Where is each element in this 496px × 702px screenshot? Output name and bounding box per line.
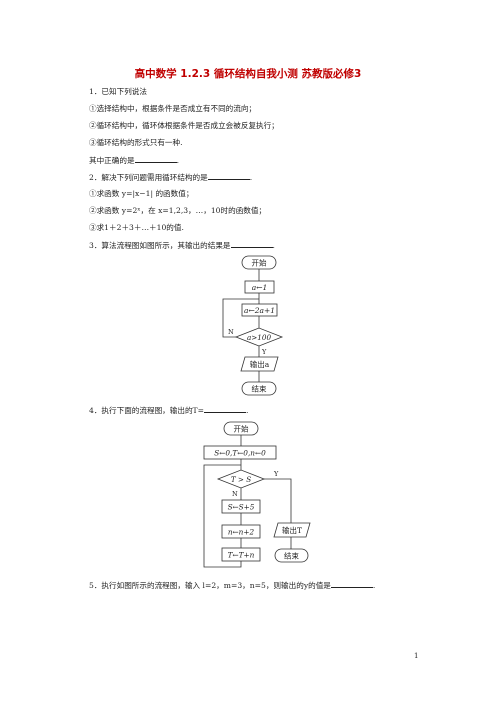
q3-start-text: 开始 bbox=[252, 258, 267, 268]
q2-answer-blank bbox=[207, 172, 250, 180]
q4-step1-text: S←S+5 bbox=[228, 503, 255, 512]
q1-ask-prefix: 其中正确的是 bbox=[89, 156, 135, 165]
q3-body-text: a←2a+1 bbox=[244, 306, 275, 315]
page-number: 1 bbox=[414, 652, 419, 660]
q3-output-text: 输出a bbox=[250, 359, 270, 369]
q4-loop-edge bbox=[203, 464, 242, 568]
q3-cond-text: a>100 bbox=[247, 333, 271, 342]
q1-ask-suffix: . bbox=[176, 156, 179, 165]
q3-stem-prefix: 3．算法流程图如图所示，其输出的结果是 bbox=[89, 241, 231, 250]
q3-yes-label: Y bbox=[261, 348, 267, 356]
q3-init-text: a←1 bbox=[252, 283, 268, 292]
q4-start-text: 开始 bbox=[234, 424, 249, 434]
q1-answer-blank bbox=[134, 155, 177, 163]
q4-end-text: 结束 bbox=[284, 551, 299, 561]
q3-no-label: N bbox=[228, 328, 234, 336]
q2-stem-suffix: . bbox=[249, 173, 253, 182]
q3-init-node bbox=[244, 280, 275, 294]
q4-cond-text: T > S bbox=[231, 475, 251, 484]
q3-cond-node bbox=[234, 327, 284, 347]
q4-init-node bbox=[203, 445, 277, 460]
q1-item-2: ②循环结构中，循环体根据条件是否成立会被反复执行； bbox=[89, 121, 279, 130]
q4-stem-suffix: . bbox=[245, 406, 249, 415]
q2-stem-prefix: 2．解决下列问题需用循环结构的是 bbox=[89, 173, 208, 182]
q3-end-node bbox=[241, 381, 277, 396]
q2-item-3: ③求1＋2＋3＋…＋10的值. bbox=[89, 223, 184, 232]
q4-end-node bbox=[274, 548, 309, 563]
q5-stem-prefix: 5．执行如图所示的流程图，输入 l=2，m=3，n=5，则输出的y的值是 bbox=[89, 581, 331, 590]
q4-step3-text: T←T+n bbox=[228, 551, 255, 560]
q5-answer-blank bbox=[330, 580, 373, 588]
q3-loop-edge bbox=[222, 298, 259, 338]
q4-answer-blank bbox=[203, 405, 246, 413]
q3-stem: 3．算法流程图如图所示，其输出的结果是. bbox=[89, 240, 275, 251]
q4-stem-prefix: 4．执行下面的流程图，输出的T= bbox=[89, 406, 204, 415]
q4-no-label: N bbox=[232, 490, 238, 498]
q5-stem: 5．执行如图所示的流程图，输入 l=2，m=3，n=5，则输出的y的值是. bbox=[89, 580, 375, 591]
q3-body-node bbox=[241, 303, 278, 317]
q4-output-node bbox=[273, 522, 311, 538]
q3-end-text: 结束 bbox=[252, 384, 267, 394]
q4-init-text: S←0,T←0,n←0 bbox=[214, 449, 266, 458]
q3-stem-suffix: . bbox=[272, 241, 275, 250]
q4-stem: 4．执行下面的流程图，输出的T=. bbox=[89, 405, 248, 416]
q4-yes-label: Y bbox=[273, 470, 279, 478]
q5-stem-suffix: . bbox=[372, 581, 376, 590]
q3-answer-blank bbox=[230, 240, 273, 248]
q1-item-1: ①选择结构中，根据条件是否成立有不同的流向； bbox=[89, 104, 257, 113]
q4-step2-text: n←n+2 bbox=[228, 528, 255, 537]
q3-output-node bbox=[240, 356, 279, 372]
q2-stem: 2．解决下列问题需用循环结构的是. bbox=[89, 172, 252, 183]
q1-ask: 其中正确的是. bbox=[89, 155, 179, 166]
q2-item-2: ②求函数 y=2ˣ，在 x=1,2,3，…，10时的函数值； bbox=[89, 206, 267, 215]
q4-yes-edge bbox=[264, 478, 292, 523]
q4-output-text: 输出T bbox=[282, 525, 302, 535]
q1-stem: 1．已知下列说法 bbox=[89, 87, 147, 96]
page-title: 高中数学 1.2.3 循环结构自我小测 苏教版必修3 bbox=[134, 68, 362, 80]
q1-item-3: ③循环结构的形式只有一种. bbox=[89, 138, 183, 147]
q2-item-1: ①求函数 y=|x−1| 的函数值； bbox=[89, 189, 194, 198]
